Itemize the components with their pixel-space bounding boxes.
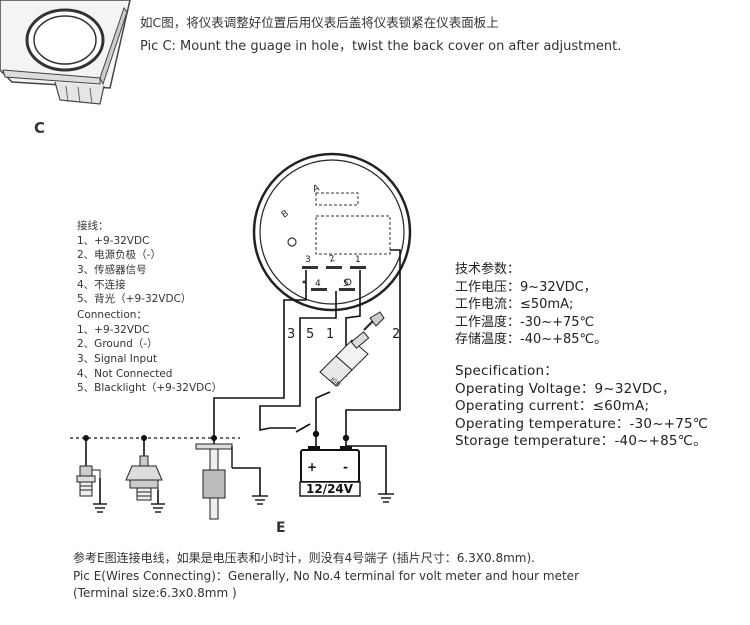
- connection-item: 4、Not Connected: [77, 367, 173, 380]
- connection-item: 2、Ground（-）: [77, 338, 158, 351]
- footer-terminal-size: (Terminal size:6.3x0.8mm ): [73, 586, 237, 600]
- gauge-mount-illustration: [0, 0, 131, 105]
- pin-label-4: 4: [315, 279, 321, 289]
- spec-item: Storage temperature：-40~+85℃。: [455, 433, 707, 449]
- spec-list-chinese: 技术参数： 工作电压：9~32VDC， 工作电流：≤50mA; 工作温度：-30…: [455, 262, 607, 350]
- wire-label-3: 3: [287, 327, 295, 342]
- pin-label-5: 5: [343, 279, 349, 289]
- pin-label-2: 2: [328, 254, 336, 265]
- gauge-back: [252, 152, 412, 312]
- pressure-sender: [125, 455, 163, 501]
- ground-symbols: [93, 493, 394, 513]
- figure-label-e: E: [276, 520, 286, 536]
- footer-note-english: Pic E(Wires Connecting)：Generally, No No…: [73, 569, 579, 583]
- connection-title-en: Connection：: [77, 309, 147, 321]
- spec-item: 工作温度：-30~+75℃: [455, 314, 595, 330]
- connection-title-cn: 接线：: [77, 220, 109, 232]
- caption-chinese: 如C图，将仪表调整好位置后用仪表后盖将仪表锁紧在仪表面板上: [140, 15, 499, 30]
- connection-item: 5、背光（+9-32VDC）: [77, 293, 192, 306]
- spec-item: Operating current：≤60mA;: [455, 398, 650, 414]
- battery-label: 12/24V: [306, 482, 354, 496]
- connection-list-chinese: 接线： 1、+9-32VDC 2、电源负极（-） 3、传感器信号 4、不连接 5…: [77, 220, 191, 308]
- connection-item: 3、传感器信号: [77, 264, 147, 277]
- battery-minus: -: [343, 460, 348, 474]
- connection-item: 1、+9-32VDC: [77, 323, 150, 336]
- spec-item: 工作电压：9~32VDC，: [455, 279, 597, 295]
- ignition-switch-icon: IGN: [319, 311, 385, 389]
- figure-label-c: C: [34, 119, 46, 137]
- connection-item: 1、+9-32VDC: [77, 234, 150, 247]
- gauge-letter-a: A: [312, 183, 322, 195]
- connection-item: 2、电源负极（-）: [77, 249, 161, 262]
- spec-item: Operating temperature：-30~+75℃: [455, 415, 709, 432]
- connection-item: 4、不连接: [77, 278, 126, 291]
- spec-title-cn: 技术参数：: [455, 262, 521, 277]
- wire-label-1: 1: [326, 327, 334, 342]
- pin-label-1: 1: [355, 255, 361, 265]
- spec-item: Operating Voltage：9~32VDC，: [455, 380, 676, 397]
- caption-english: Pic C: Mount the guage in hole，twist the…: [140, 39, 622, 54]
- junction-dots: [83, 430, 350, 442]
- wires: [70, 249, 401, 504]
- connection-item: 3、Signal Input: [77, 353, 157, 366]
- temperature-sender: [76, 465, 101, 497]
- connection-item: 5、Blacklight（+9-32VDC）: [77, 382, 223, 395]
- spec-title-en: Specification：: [455, 363, 558, 379]
- spec-item: 工作电流：≤50mA;: [455, 297, 574, 312]
- connection-list-english: Connection： 1、+9-32VDC 2、Ground（-） 3、Sig…: [77, 309, 222, 397]
- pin-label-3: 3: [305, 255, 311, 265]
- spec-list-english: Specification： Operating Voltage：9~32VDC…: [455, 363, 708, 451]
- battery: [299, 446, 361, 497]
- wire-label-5: 5: [306, 327, 314, 342]
- level-sender: [195, 443, 233, 520]
- spec-item: 存储温度：-40~+85℃。: [455, 332, 608, 347]
- battery-plus: +: [307, 460, 317, 474]
- footer-note-chinese: 参考E图连接电线，如果是电压表和小时计，则没有4号端子 (插片尺寸：6.3X0.…: [73, 551, 535, 565]
- gauge-letter-b: B: [280, 209, 291, 221]
- wire-label-2: 2: [392, 327, 400, 342]
